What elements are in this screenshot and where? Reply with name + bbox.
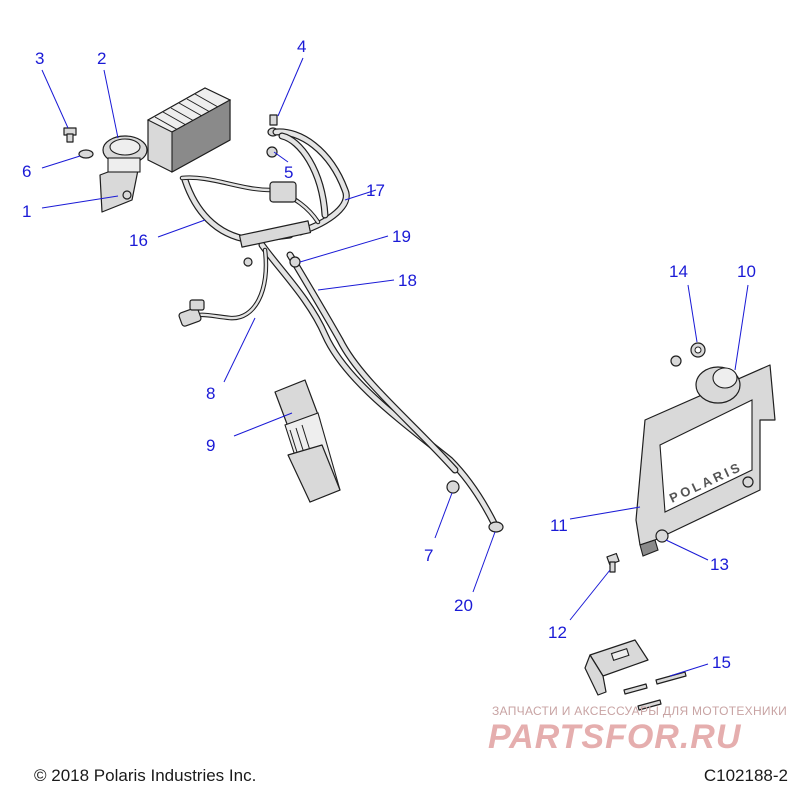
- watermark-logo: PARTSFOR.RU: [488, 718, 742, 756]
- nut-5: [266, 146, 278, 158]
- nut-13: [655, 529, 669, 543]
- callout-7: 7: [424, 546, 433, 565]
- washer-6: [78, 149, 94, 159]
- regulator-module: [146, 87, 232, 173]
- callout-3: 3: [35, 49, 44, 68]
- callout-9: 9: [206, 436, 215, 455]
- callout-11: 11: [550, 516, 568, 535]
- callout-16: 16: [129, 231, 148, 250]
- callout-2: 2: [97, 49, 106, 68]
- callout-1: 1: [22, 202, 31, 221]
- watermark-text: ЗАПЧАСТИ И АКСЕССУАРЫ ДЛЯ МОТОТЕХНИКИ: [492, 704, 788, 718]
- callout-10: 10: [737, 262, 756, 281]
- callout-5: 5: [284, 163, 293, 182]
- callout-19: 19: [392, 227, 411, 246]
- leader-lines: [41, 57, 749, 677]
- wire-harness: [178, 128, 504, 533]
- bolt-3: [63, 127, 77, 143]
- callout-18: 18: [398, 271, 417, 290]
- callout-14: 14: [669, 262, 688, 281]
- callout-17: 17: [366, 181, 385, 200]
- mount-bracket-15: [584, 639, 687, 711]
- callout-12: 12: [548, 623, 567, 642]
- copyright-notice: © 2018 Polaris Industries Inc.: [34, 766, 257, 785]
- license-lamp: [695, 366, 741, 404]
- callout-15: 15: [712, 653, 731, 672]
- drawing-number: C102188-2: [703, 766, 788, 785]
- callout-6: 6: [22, 162, 31, 181]
- license-bracket: POLARIS: [635, 364, 776, 557]
- connector-9: [274, 379, 341, 503]
- callout-20: 20: [454, 596, 473, 615]
- callout-13: 13: [710, 555, 729, 574]
- bolt-12: [606, 552, 620, 573]
- callout-labels: 3 2 4 6 5 17 1 16 19 18 14 10 8 9 11 7 1…: [22, 37, 756, 672]
- horn-assembly: [99, 135, 148, 213]
- nuts-14: [670, 342, 706, 367]
- callout-4: 4: [297, 37, 306, 56]
- callout-8: 8: [206, 384, 215, 403]
